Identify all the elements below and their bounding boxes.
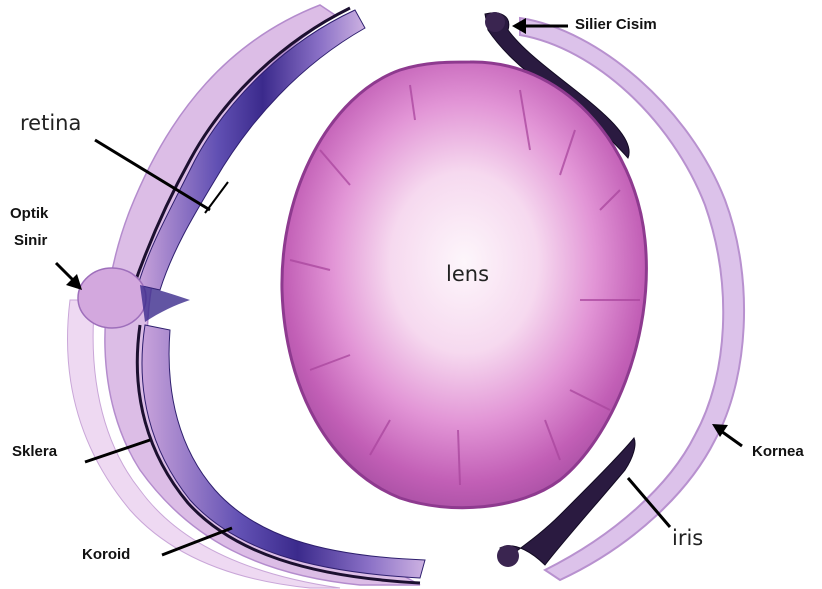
optic-nerve <box>78 268 146 328</box>
ciliary-knob-lower <box>497 545 519 567</box>
label-silier-cisim: Silier Cisim <box>575 17 657 33</box>
label-kornea: Kornea <box>752 444 804 460</box>
label-iris: iris <box>672 527 703 549</box>
label-optik: Optik <box>10 206 48 222</box>
label-koroid: Koroid <box>82 547 130 563</box>
optic-disc <box>140 285 190 322</box>
label-sinir: Sinir <box>14 233 47 249</box>
arrow-optik-icon <box>56 263 82 290</box>
ciliary-knob-upper <box>485 12 505 32</box>
label-retina: retina <box>20 112 81 134</box>
label-lens: lens <box>446 263 489 285</box>
label-sklera: Sklera <box>12 444 57 460</box>
